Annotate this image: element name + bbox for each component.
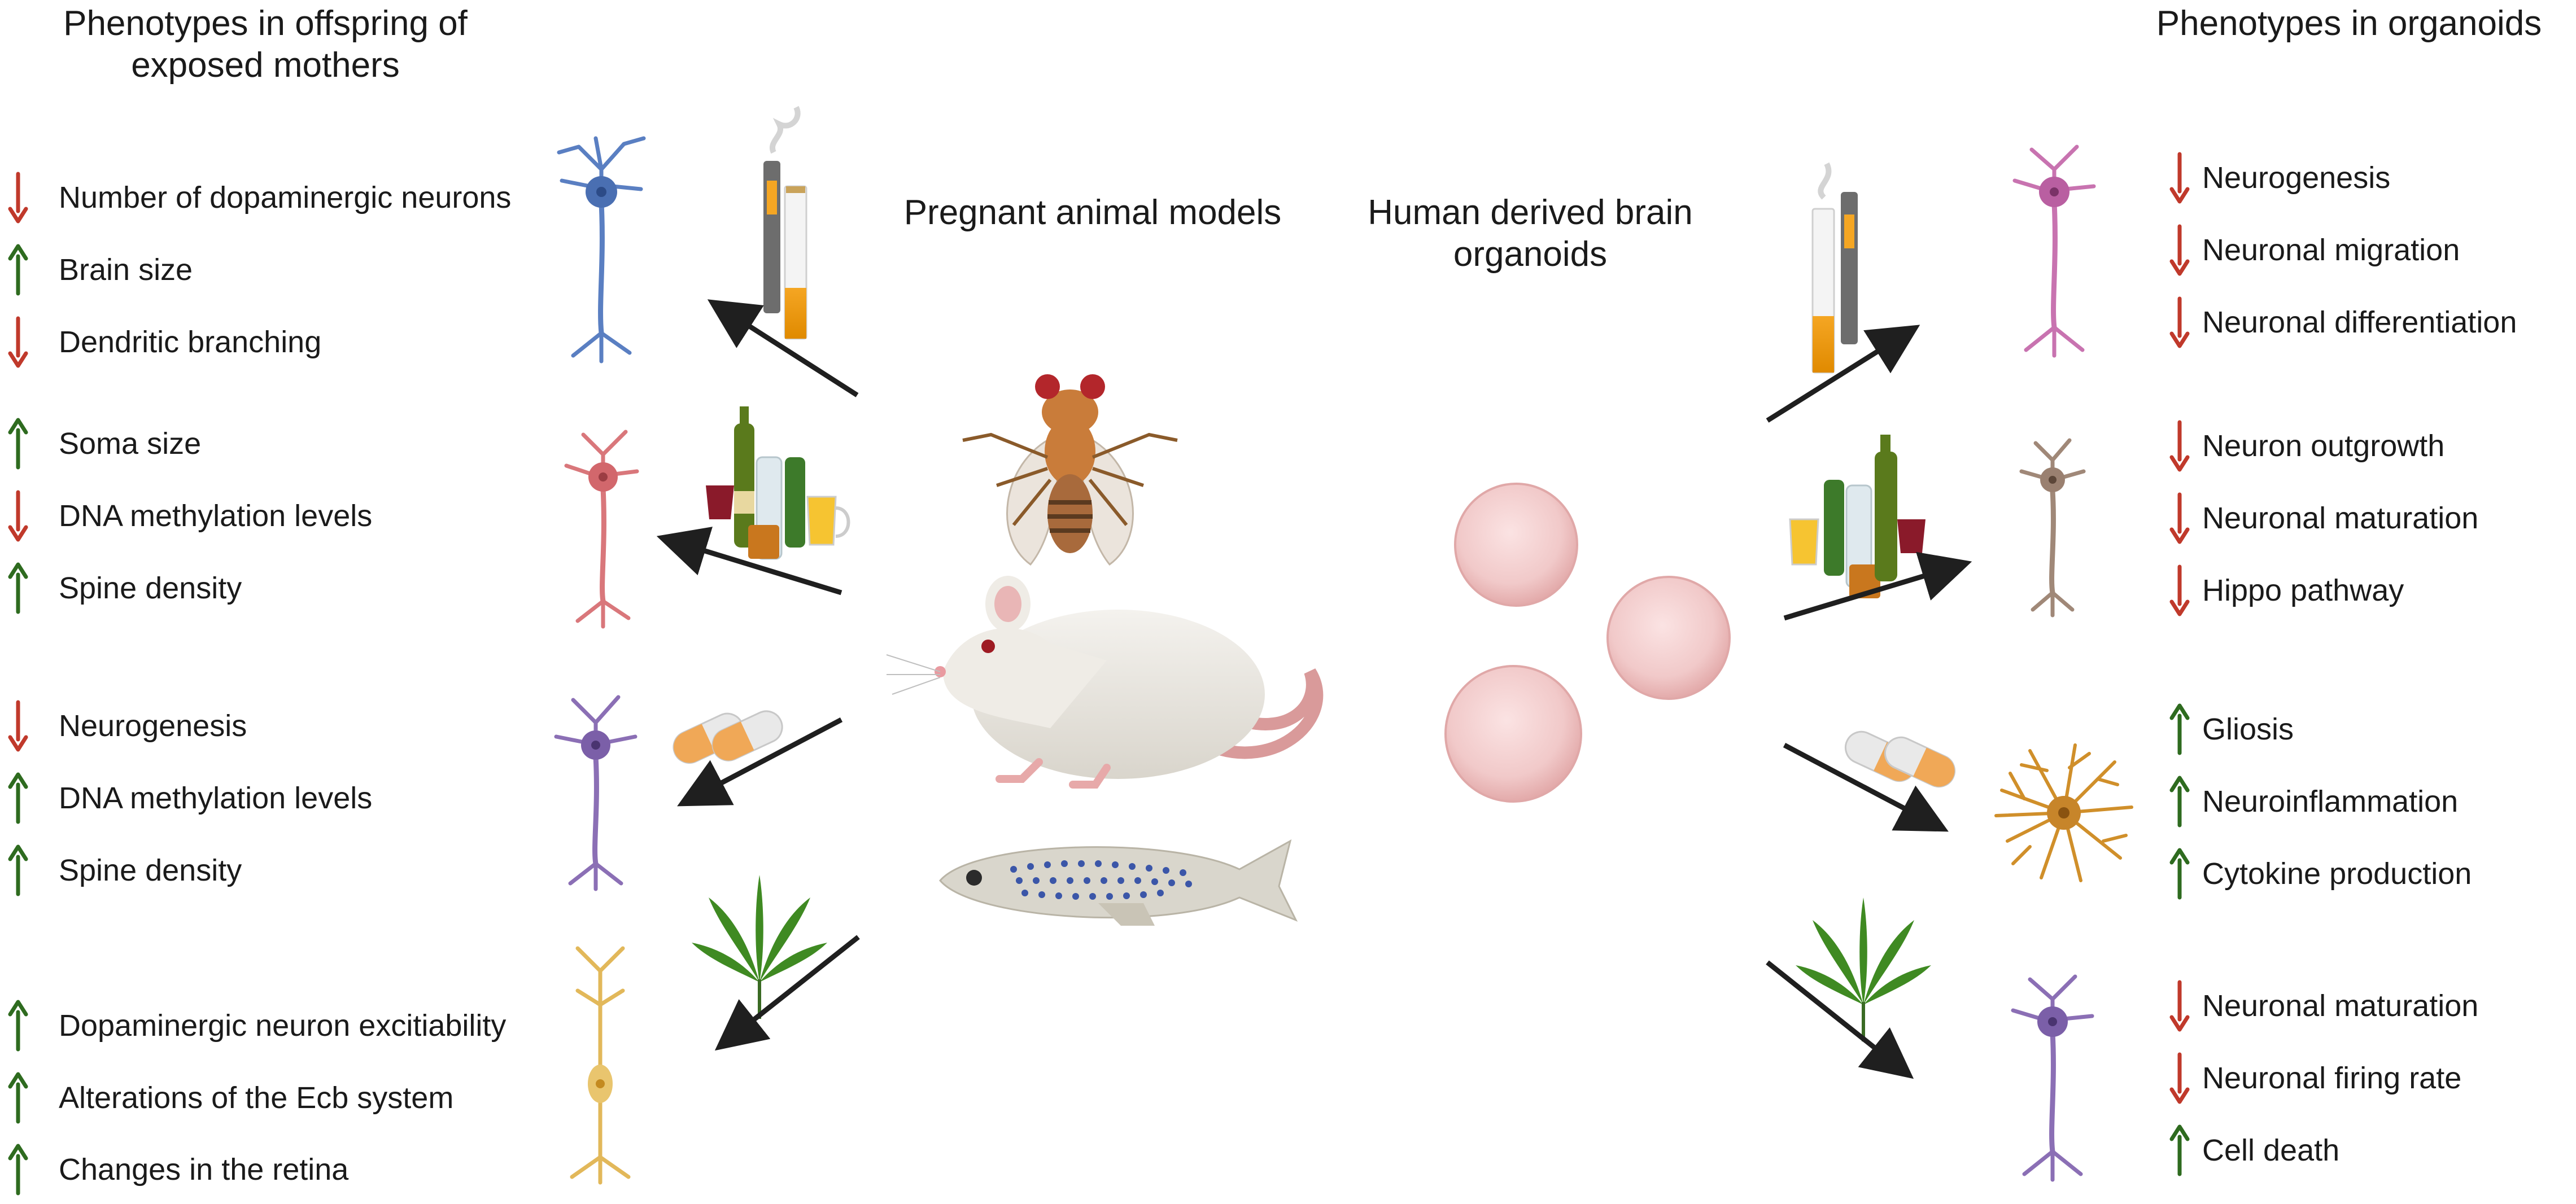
up-arrow-icon <box>8 244 28 296</box>
neuron-pink-icon <box>2012 145 2096 358</box>
organoids-label-line1: Human derived brain <box>1368 193 1693 232</box>
organoids-label-line2: organoids <box>1453 235 1608 274</box>
arrow-drugs-left <box>677 717 843 807</box>
cigarette-vape-icon-right <box>1811 162 1858 374</box>
down-arrow-icon <box>2169 492 2190 544</box>
up-arrow-icon <box>8 418 28 470</box>
neuron-purple-icon <box>554 695 638 891</box>
arrow-smoking-left <box>707 299 859 397</box>
right-item: Gliosis <box>2202 712 2294 746</box>
right-item: Neuroinflammation <box>2202 785 2459 818</box>
pointer-arrows <box>656 299 1972 1079</box>
down-arrow-icon <box>8 316 28 368</box>
zebrafish-icon <box>939 839 1298 926</box>
up-arrow-icon <box>2169 776 2190 828</box>
left-item: Neurogenesis <box>59 709 247 743</box>
left-title-line2: exposed mothers <box>131 46 400 85</box>
arrow-alcohol-right <box>1783 551 1972 621</box>
up-arrow-icon <box>8 1072 28 1124</box>
cannabis-leaf-icon <box>692 875 827 1019</box>
left-item: Brain size <box>59 253 193 287</box>
cannabis-leaf-icon-right <box>1796 897 1931 1041</box>
left-item: Soma size <box>59 427 202 461</box>
down-arrow-icon <box>2169 980 2190 1032</box>
down-arrow-icon <box>2169 1052 2190 1104</box>
arrow-cannabis-left <box>714 935 860 1051</box>
organoid-icon <box>1444 483 1731 803</box>
left-item: Spine density <box>59 571 242 605</box>
pills-icon-right <box>1844 730 1956 788</box>
right-item: Cell death <box>2202 1133 2340 1167</box>
down-arrow-icon <box>2169 152 2190 204</box>
pills-icon <box>673 710 783 764</box>
left-item: DNA methylation levels <box>59 499 373 533</box>
right-item: Neuronal migration <box>2202 233 2460 267</box>
up-arrow-icon <box>2169 848 2190 900</box>
right-item: Neuronal differentiation <box>2202 305 2517 339</box>
arrow-cannabis-right <box>1766 960 1914 1079</box>
neuron-lilac-icon <box>2011 974 2094 1182</box>
left-item: Spine density <box>59 853 242 887</box>
neuron-brown-icon <box>2019 438 2086 618</box>
right-item: Cytokine production <box>2202 857 2472 891</box>
down-arrow-icon <box>2169 224 2190 276</box>
up-arrow-icon <box>8 562 28 614</box>
up-arrow-icon <box>8 1144 28 1196</box>
right-item: Neuronal maturation <box>2202 989 2479 1023</box>
up-arrow-icon <box>8 844 28 896</box>
down-arrow-icon <box>2169 420 2190 472</box>
right-item: Neuron outgrowth <box>2202 429 2445 463</box>
down-arrow-icon <box>2169 564 2190 616</box>
right-item: Neuronal maturation <box>2202 501 2479 535</box>
up-arrow-icon <box>8 1000 28 1052</box>
neuron-yellow-icon <box>570 946 631 1185</box>
up-arrow-icon <box>2169 1124 2190 1176</box>
down-arrow-icon <box>8 490 28 542</box>
mouse-icon <box>886 576 1324 789</box>
down-arrow-icon <box>2169 296 2190 348</box>
fruit-fly-icon <box>962 374 1178 566</box>
organoids-label: Human derived brain organoids <box>1338 192 1722 275</box>
animal-models-label: Pregnant animal models <box>903 193 1282 232</box>
left-item: Number of dopaminergic neurons <box>59 181 512 214</box>
alcohol-bottles-icon <box>706 406 850 560</box>
left-item: Changes in the retina <box>59 1153 349 1187</box>
right-item: Neurogenesis <box>2202 161 2391 195</box>
left-item: Dendritic branching <box>59 325 322 359</box>
left-item: Alterations of the Ecb system <box>59 1081 454 1115</box>
left-item: DNA methylation levels <box>59 781 373 815</box>
up-arrow-icon <box>8 772 28 824</box>
indicator-arrows <box>8 152 2190 1196</box>
neuron-blue-icon <box>557 136 646 364</box>
left-title-line1: Phenotypes in offspring of <box>63 4 468 43</box>
left-item: Dopaminergic neuron excitiability <box>59 1009 507 1043</box>
neuron-red-icon <box>564 430 639 629</box>
up-arrow-icon <box>2169 703 2190 755</box>
right-panel-title: Phenotypes in organoids <box>2156 4 2542 43</box>
right-item: Neuronal firing rate <box>2202 1061 2462 1095</box>
down-arrow-icon <box>8 172 28 224</box>
arrow-smoking-right <box>1766 325 1920 423</box>
right-item: Hippo pathway <box>2202 573 2404 607</box>
down-arrow-icon <box>8 700 28 752</box>
arrow-alcohol-left <box>656 527 842 596</box>
cigarette-vape-icon <box>763 106 807 340</box>
arrow-drugs-right <box>1783 743 1949 832</box>
left-panel-title: Phenotypes in offspring of exposed mothe… <box>34 3 497 86</box>
alcohol-bottles-icon-right <box>1789 435 1926 598</box>
astrocyte-icon <box>1994 743 2133 882</box>
